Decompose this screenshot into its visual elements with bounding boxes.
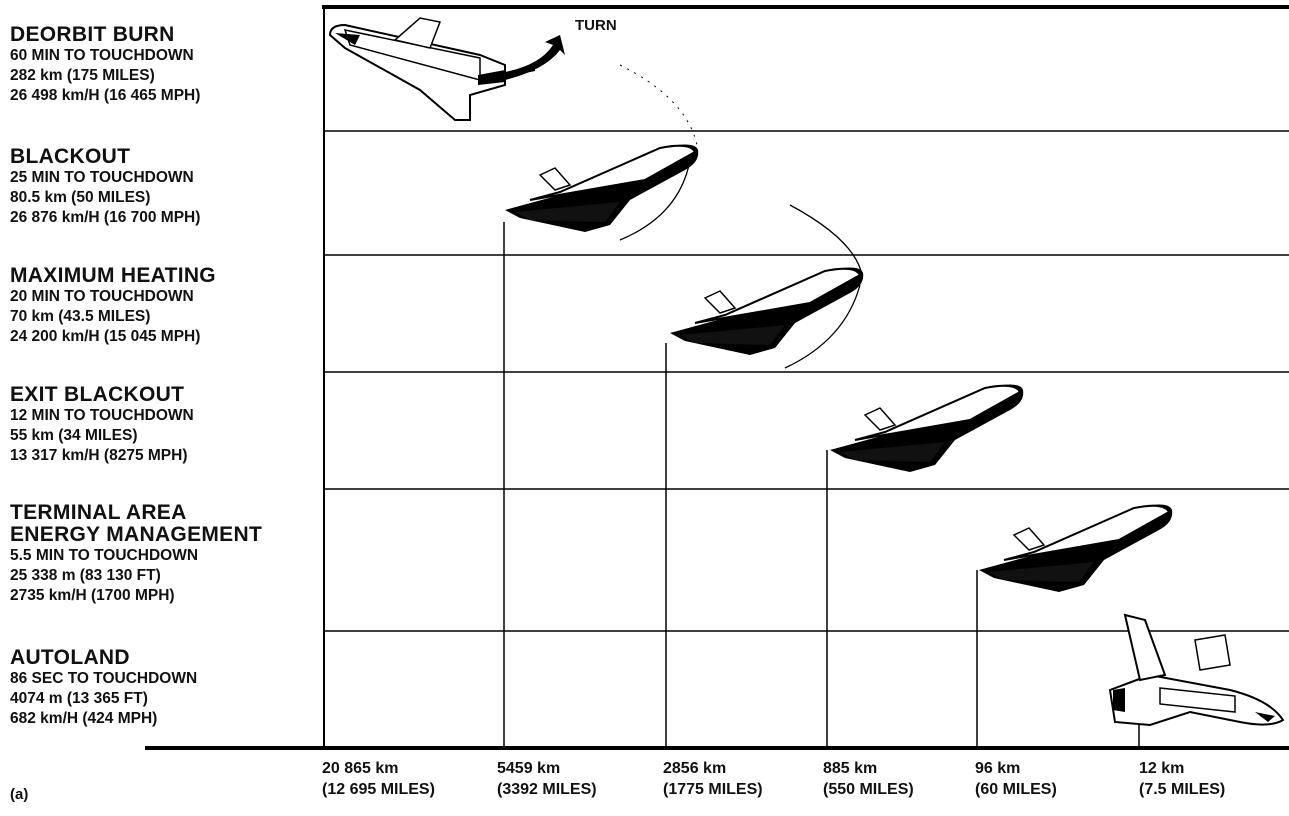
phase-altitude: 25 338 m (83 130 FT) (10, 567, 161, 584)
phase-speed: 24 200 km/H (15 045 MPH) (10, 328, 201, 345)
phase-autoland: AUTOLAND 86 SEC TO TOUCHDOWN 4074 m (13 … (10, 647, 322, 729)
phase-speed: 26 876 km/H (16 700 MPH) (10, 209, 201, 226)
distance-miles: (550 MILES) (823, 781, 914, 798)
phase-name: BLACKOUT (10, 145, 131, 168)
turn-label: TURN (575, 17, 617, 34)
distance-miles: (12 695 MILES) (322, 781, 435, 798)
trajectory-arc (789, 204, 863, 276)
phase-speed: 26 498 km/H (16 465 MPH) (10, 87, 201, 104)
phase-altitude: 80.5 km (50 MILES) (10, 189, 151, 206)
phase-name: DEORBIT BURN (10, 23, 175, 46)
phase-name: EXIT BLACKOUT (10, 383, 185, 406)
orbiter-deorbit-icon (328, 17, 565, 121)
figure-label: (a) (10, 786, 29, 803)
phase-time: 60 MIN TO TOUCHDOWN (10, 47, 194, 64)
distance-km: 12 km (1139, 760, 1185, 777)
distance-miles: (7.5 MILES) (1139, 781, 1226, 798)
phase-name: AUTOLAND (10, 646, 130, 669)
distance-label: 2856 km (1775 MILES) (663, 758, 763, 800)
phase-terminal-area-energy-management: TERMINAL AREA ENERGY MANAGEMENT 5.5 MIN … (10, 502, 322, 606)
phase-time: 12 MIN TO TOUCHDOWN (10, 407, 194, 424)
phase-altitude: 4074 m (13 365 FT) (10, 690, 148, 707)
phase-speed: 682 km/H (424 MPH) (10, 710, 158, 727)
distance-label: 20 865 km (12 695 MILES) (322, 758, 435, 800)
distance-label: 5459 km (3392 MILES) (497, 758, 597, 800)
distance-miles: (60 MILES) (975, 781, 1057, 798)
trajectory-arc (784, 284, 861, 369)
phase-altitude: 70 km (43.5 MILES) (10, 308, 151, 325)
phase-time: 5.5 MIN TO TOUCHDOWN (10, 547, 199, 564)
distance-km: 5459 km (497, 760, 561, 777)
phase-deorbit-burn: DEORBIT BURN 60 MIN TO TOUCHDOWN 282 km … (10, 24, 322, 106)
phase-time: 20 MIN TO TOUCHDOWN (10, 288, 194, 305)
orbiter-autoland-icon (1108, 613, 1285, 727)
phase-speed: 2735 km/H (1700 MPH) (10, 587, 175, 604)
phase-maximum-heating: MAXIMUM HEATING 20 MIN TO TOUCHDOWN 70 k… (10, 265, 322, 347)
phase-name: MAXIMUM HEATING (10, 264, 216, 287)
distance-km: 96 km (975, 760, 1021, 777)
distance-km: 885 km (823, 760, 878, 777)
trajectory-arc (619, 159, 691, 241)
orbiter-exit-blackout-icon (830, 384, 1024, 472)
distance-km: 2856 km (663, 760, 727, 777)
trajectory-arc (619, 64, 699, 151)
phase-blackout: BLACKOUT 25 MIN TO TOUCHDOWN 80.5 km (50… (10, 146, 322, 228)
distance-label: 885 km (550 MILES) (823, 758, 914, 800)
phase-altitude: 282 km (175 MILES) (10, 67, 155, 84)
orbiter-max-heating-icon (670, 267, 864, 355)
distance-label: 12 km (7.5 MILES) (1139, 758, 1225, 800)
distance-miles: (3392 MILES) (497, 781, 597, 798)
distance-label: 96 km (60 MILES) (975, 758, 1057, 800)
phase-time: 25 MIN TO TOUCHDOWN (10, 169, 194, 186)
phase-name: TERMINAL AREA (10, 501, 187, 524)
phase-name-line2: ENERGY MANAGEMENT (10, 523, 263, 546)
distance-miles: (1775 MILES) (663, 781, 763, 798)
phase-speed: 13 317 km/H (8275 MPH) (10, 447, 188, 464)
orbiter-taem-icon (979, 504, 1173, 592)
phase-altitude: 55 km (34 MILES) (10, 427, 138, 444)
phase-exit-blackout: EXIT BLACKOUT 12 MIN TO TOUCHDOWN 55 km … (10, 384, 322, 466)
phase-time: 86 SEC TO TOUCHDOWN (10, 670, 198, 687)
orbiter-blackout-icon (505, 144, 699, 232)
distance-km: 20 865 km (322, 760, 399, 777)
